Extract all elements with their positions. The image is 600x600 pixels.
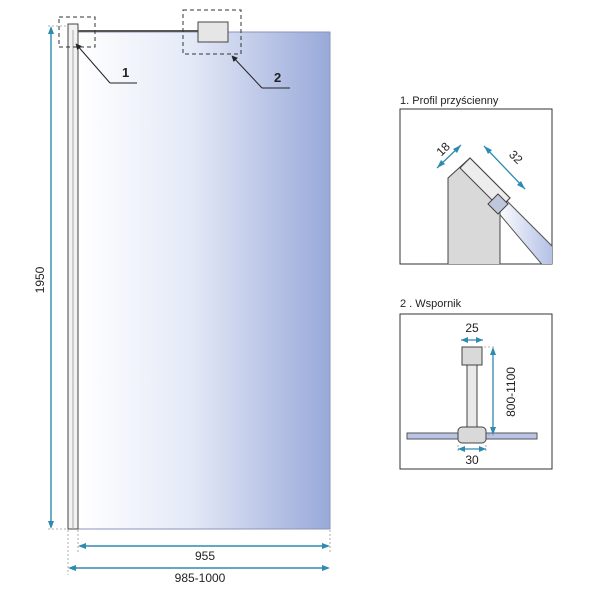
- detail-1-caption: 1. Profil przyścienny: [400, 95, 499, 107]
- detail-2-rod: [466, 364, 478, 428]
- callout-label-1: 1: [122, 65, 129, 80]
- detail-2-caption: 2 . Wspornik: [400, 298, 462, 310]
- glass-width-dimension: [77, 530, 331, 552]
- height-dimension: [48, 25, 68, 530]
- total-width-label: 985-1000: [175, 571, 226, 585]
- callout-box-2: [182, 9, 242, 55]
- detail-2-wall-mount: [461, 346, 483, 366]
- detail-wall-profile: 1. Profil przyścienny 18 32: [399, 95, 553, 265]
- detail-bracket: 2 . Wspornik 25 800-1100 30: [399, 298, 553, 470]
- glass-width-label: 955: [195, 549, 215, 563]
- height-label: 1950: [33, 266, 47, 293]
- total-width-dimension: [67, 530, 330, 575]
- detail-2-dim-25: 25: [465, 321, 479, 335]
- detail-2-clamp: [457, 426, 487, 444]
- callout-label-2: 2: [274, 70, 281, 85]
- main-view: 1 2 1950 955 985-1000: [33, 9, 331, 585]
- detail-2-dim-30: 30: [465, 453, 479, 467]
- bracket-block: [197, 21, 229, 43]
- detail-2-dim-800-1100: 800-1100: [504, 367, 518, 417]
- glass-panel: [77, 31, 331, 530]
